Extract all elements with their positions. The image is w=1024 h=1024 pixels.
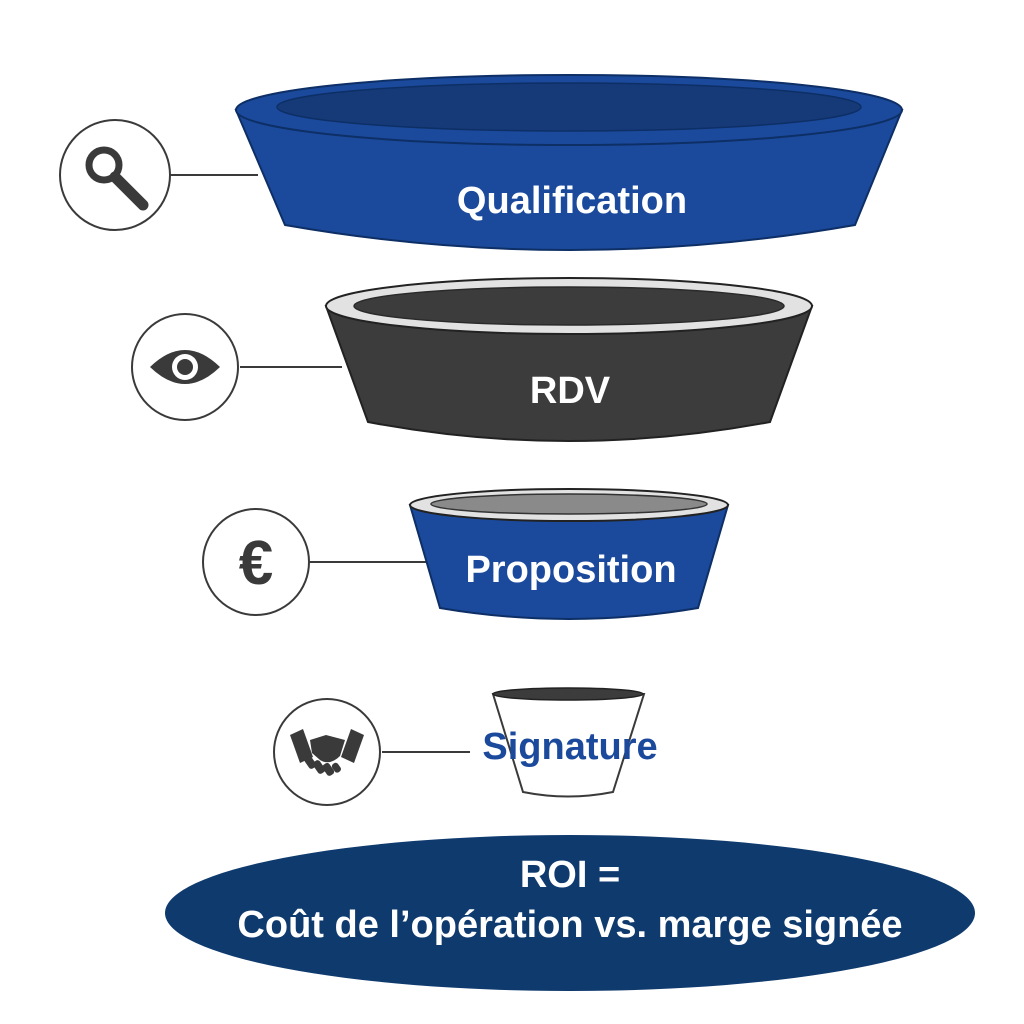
euro-icon: € <box>239 529 273 598</box>
roi-box: ROI = Coût de l’opération vs. marge sign… <box>165 835 975 991</box>
funnel-bowl <box>408 488 730 620</box>
stage-icon-circle <box>273 698 381 806</box>
funnel-bowl <box>491 687 646 798</box>
stage-label: Qualification <box>457 180 687 222</box>
funnel-stage-rdv: RDV <box>131 277 814 442</box>
stage-label: Proposition <box>465 549 676 591</box>
stage-label: RDV <box>530 370 611 412</box>
search-icon <box>85 146 149 211</box>
stage-label: Signature <box>482 726 657 768</box>
handshake-icon <box>290 729 364 776</box>
roi-line-1: ROI = <box>520 854 620 896</box>
svg-text:€: € <box>239 529 273 598</box>
stage-icon-circle <box>131 313 239 421</box>
roi-ellipse <box>165 835 975 991</box>
funnel-bowl <box>234 74 904 251</box>
eye-icon <box>150 350 220 384</box>
roi-line-2: Coût de l’opération vs. marge signée <box>237 904 902 946</box>
funnel-stage-proposition: € Proposition <box>202 488 730 620</box>
funnel-stage-signature: Signature <box>273 687 658 806</box>
funnel-stage-qualification: Qualification <box>59 74 904 251</box>
funnel-bowl <box>324 277 814 442</box>
stage-icon-circle: € <box>202 508 310 616</box>
stage-icon-circle <box>59 119 171 231</box>
